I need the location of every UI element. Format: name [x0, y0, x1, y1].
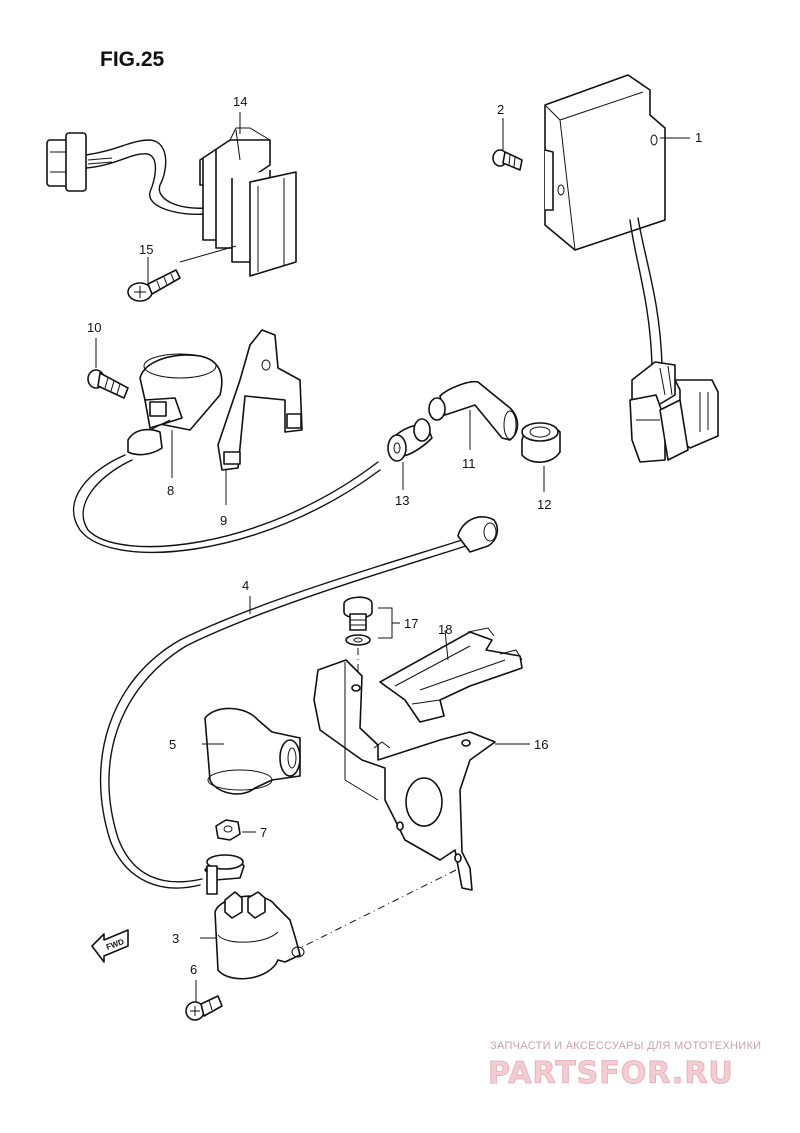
figure-title: FIG.25	[100, 48, 165, 71]
spark-plug-cap-part	[428, 380, 519, 450]
rectifier-regulator-part	[46, 112, 297, 277]
callout-8: 8	[167, 483, 174, 498]
screw-part-6	[185, 980, 223, 1021]
callout-17: 17	[404, 616, 418, 631]
callout-2: 2	[497, 102, 504, 117]
callout-5: 5	[169, 737, 176, 752]
callout-14: 14	[233, 94, 247, 109]
callout-7: 7	[260, 825, 267, 840]
callout-4: 4	[242, 578, 249, 593]
grommet-part-13	[387, 418, 433, 490]
callout-15: 15	[139, 242, 153, 257]
wire-clamp-part-18	[379, 627, 523, 723]
forward-direction-arrow: FWD	[91, 929, 129, 963]
screw-part-2	[492, 118, 523, 171]
watermark-brand: PARTSFOR.RU	[488, 1056, 734, 1091]
coil-bracket-part	[217, 329, 303, 505]
cdi-unit-part	[544, 74, 719, 463]
callout-18: 18	[438, 622, 452, 637]
nut-part-7	[215, 819, 256, 841]
callout-3: 3	[172, 931, 179, 946]
callout-10: 10	[87, 320, 101, 335]
callout-16: 16	[534, 737, 548, 752]
starter-relay-part	[200, 854, 305, 980]
watermark-caption: ЗАПЧАСТИ И АКСЕССУАРЫ ДЛЯ МОТОТЕХНИКИ	[490, 1040, 761, 1052]
callout-13: 13	[395, 493, 409, 508]
callout-1: 1	[695, 130, 702, 145]
starter-cable-part	[99, 516, 499, 889]
callout-11: 11	[462, 456, 476, 471]
callout-6: 6	[190, 962, 197, 977]
screw-part-15	[127, 245, 237, 302]
callout-9: 9	[220, 513, 227, 528]
watermark: ЗАПЧАСТИ И АКСЕССУАРЫ ДЛЯ МОТОТЕХНИКИ PA…	[488, 1040, 761, 1091]
ignition-coil-part	[127, 353, 223, 478]
seal-ring-part-12	[521, 422, 561, 492]
callout-12: 12	[537, 497, 551, 512]
bolt-part-10	[87, 338, 129, 399]
rubber-cover-part	[202, 707, 301, 795]
mounting-bracket-part	[313, 659, 530, 891]
